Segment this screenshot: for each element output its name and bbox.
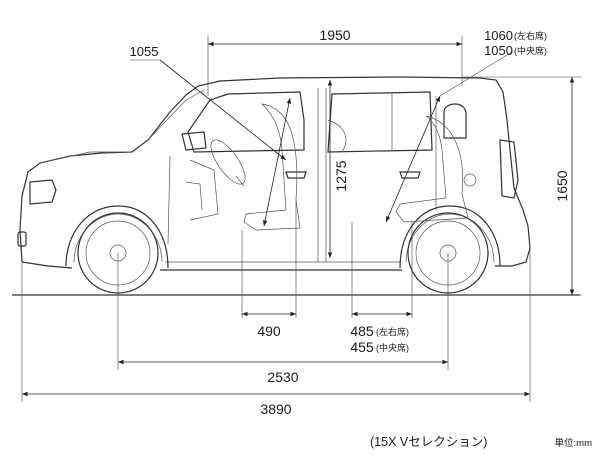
- dim-line-front-seat-headroom: [262, 97, 292, 227]
- quarter-window: [443, 103, 467, 139]
- rear-door-handle: [399, 171, 421, 179]
- label-front-legroom: 490: [257, 323, 281, 339]
- car-side-view: [17, 76, 531, 294]
- dimension-lines: [21, 36, 582, 402]
- label-rear-headroom-center: 1050: [484, 43, 513, 58]
- headlamp: [29, 179, 57, 205]
- side-mirror: [181, 131, 207, 151]
- label-rear-legroom-outer: 485: [350, 323, 374, 339]
- unit-label: 単位:mm: [555, 437, 593, 449]
- label-front-headroom: 1055: [130, 44, 159, 59]
- label-overall-length: 3890: [260, 401, 291, 417]
- label-rear-headroom-outer: 1060: [484, 28, 513, 43]
- caption-trim: (15X Vセレクション): [370, 435, 487, 449]
- label-roof-length: 1950: [319, 27, 350, 43]
- label-rear-legroom-center: 455: [350, 339, 374, 355]
- label-rear-legroom-center-note: (中央席): [376, 342, 409, 353]
- dimension-labels: 1950 1055 1060 (左右席) 1050 (中央席) 1650 127…: [130, 27, 593, 449]
- rear-lamp: [499, 139, 519, 199]
- dim-line-rear-headroom: [385, 95, 441, 223]
- label-wheelbase: 2530: [267, 369, 298, 385]
- label-rear-legroom-outer-note: (左右席): [376, 326, 409, 337]
- label-interior-height: 1275: [333, 160, 349, 191]
- front-door-handle: [285, 171, 307, 179]
- front-seat: [243, 103, 301, 231]
- label-rear-headroom-center-note: (中央席): [514, 45, 547, 56]
- rear-door-window: [327, 91, 433, 153]
- label-rear-headroom-outer-note: (左右席): [514, 30, 547, 41]
- front-door-window: [187, 91, 305, 153]
- label-overall-height: 1650: [554, 170, 570, 201]
- steering-wheel: [210, 139, 246, 185]
